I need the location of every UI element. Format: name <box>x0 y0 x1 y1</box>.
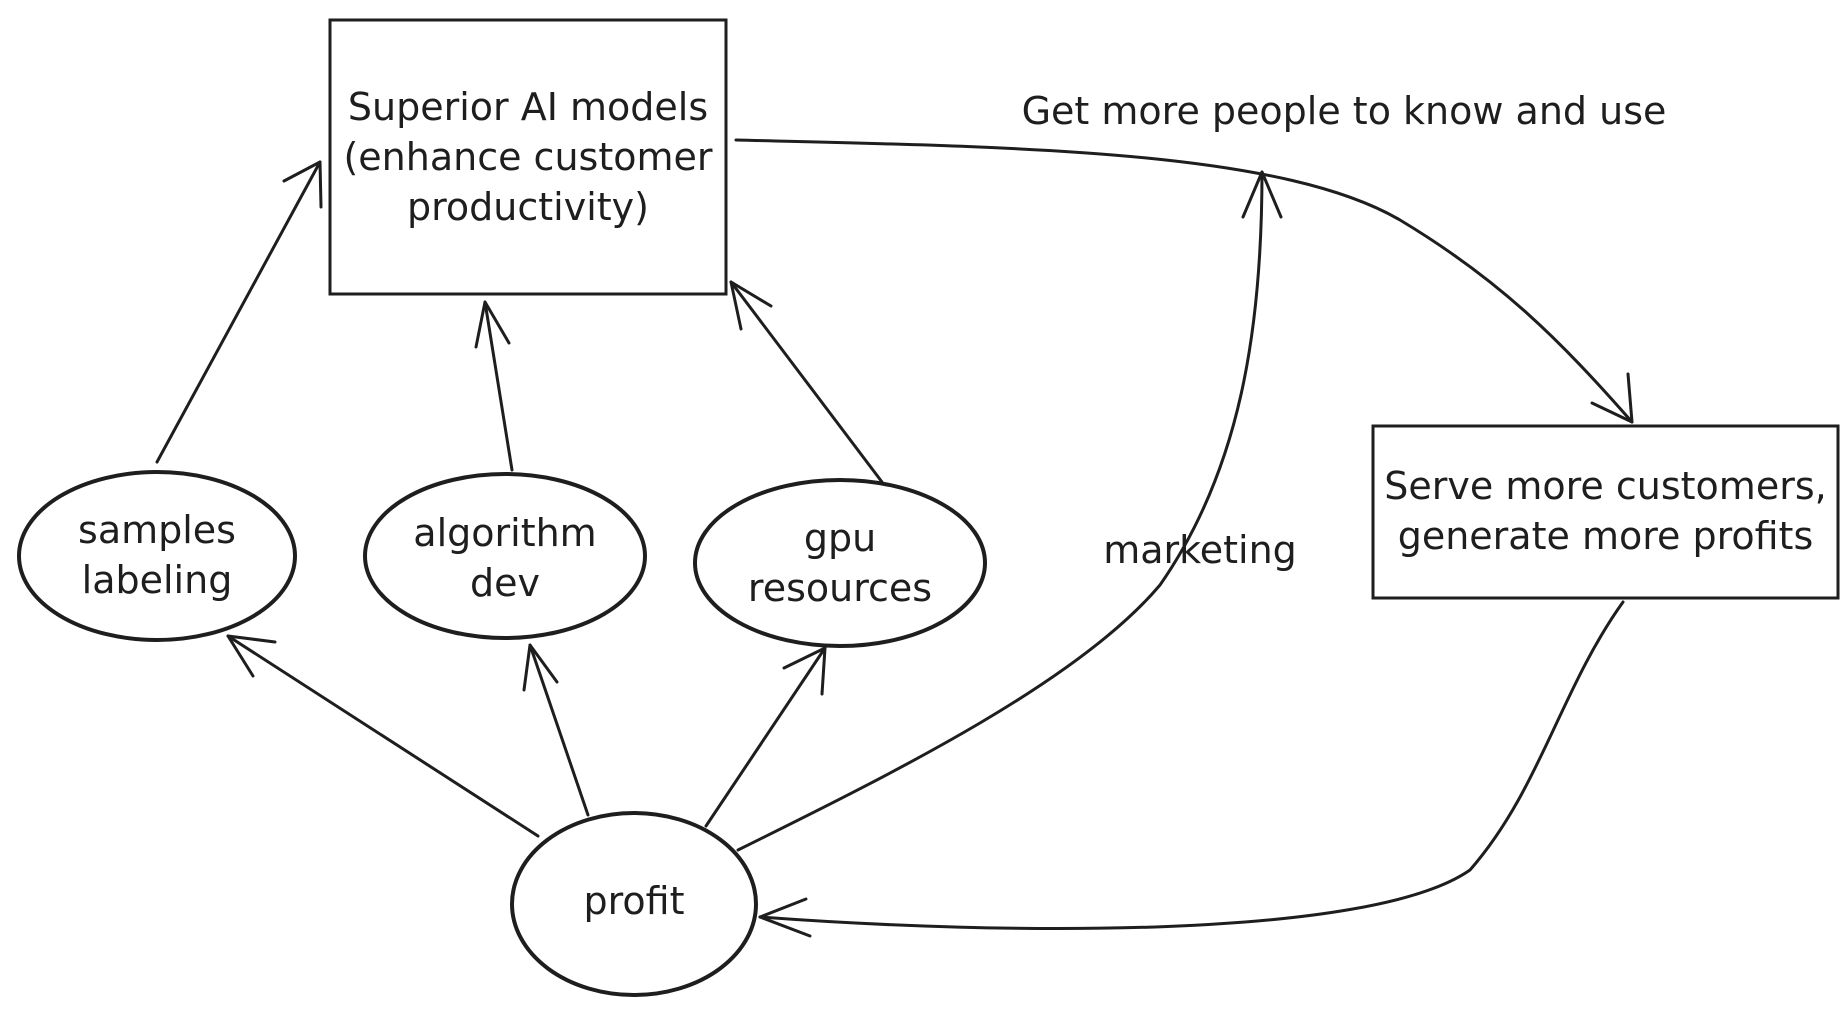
superior-ai-models-box <box>328 18 728 296</box>
serve-customers-box <box>1371 424 1840 600</box>
arrow-marketing <box>736 170 1264 852</box>
arrow-profit-to-samples <box>226 634 540 838</box>
arrowhead-profit-to-samples <box>226 634 277 678</box>
superior-ai-models-label: Superior AI models (enhance customer pro… <box>343 85 713 229</box>
marketing-edge-label: marketing <box>1103 528 1297 572</box>
arrowhead-superior-to-serve <box>1590 372 1634 424</box>
arrow-samples-to-superior <box>155 160 322 464</box>
arrow-gpu-to-superior <box>729 280 884 484</box>
serve-customers-label: Serve more customers, generate more prof… <box>1384 464 1827 558</box>
algorithm-dev-ellipse <box>363 472 647 640</box>
algorithm-dev-label: algorithm dev <box>413 511 597 605</box>
arrow-superior-to-serve <box>734 138 1634 424</box>
profit-ellipse <box>510 811 758 997</box>
arrow-profit-to-algorithm <box>528 643 590 817</box>
samples-labeling-ellipse <box>17 470 297 642</box>
arrowhead-gpu-to-superior <box>729 280 773 331</box>
profit-label: profit <box>583 879 685 923</box>
arrowhead-profit-to-gpu <box>782 646 827 696</box>
arrowhead-marketing <box>1241 170 1283 219</box>
arrowhead-serve-to-profit <box>758 897 812 938</box>
gpu-resources-ellipse <box>693 478 987 648</box>
gpu-resources-label: gpu resources <box>747 516 933 610</box>
arrow-profit-to-gpu <box>704 646 827 828</box>
arrow-algorithm-to-superior <box>483 300 514 472</box>
connectors <box>155 138 1634 938</box>
arrowhead-profit-to-algorithm <box>522 643 559 692</box>
samples-labeling-label: samples labeling <box>78 508 236 602</box>
arrowhead-samples-to-superior <box>282 160 323 209</box>
arrow-serve-to-profit <box>758 600 1625 930</box>
arrowhead-algorithm-to-superior <box>474 300 511 349</box>
get-more-people-edge-label: Get more people to know and use <box>1021 89 1667 133</box>
